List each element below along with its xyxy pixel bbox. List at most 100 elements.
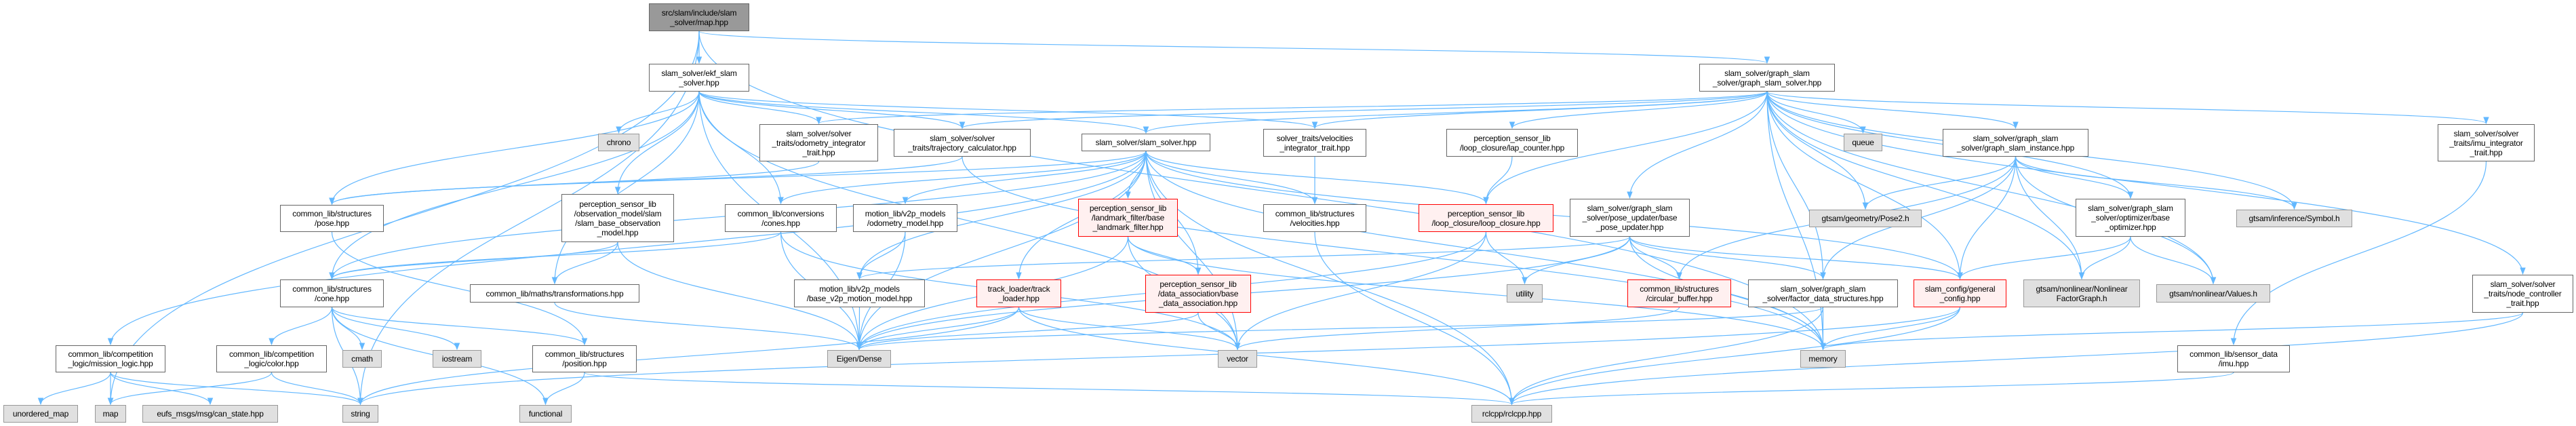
node-label: map	[102, 409, 119, 419]
include-edge-base_v2p-to-eigen	[856, 307, 863, 351]
node-label: slam_solver/solver _traits/trajectory_ca…	[908, 133, 1016, 153]
node-label: solver_traits/velocities _integrator_tra…	[1276, 133, 1353, 153]
node-label: motion_lib/v2p_models /base_v2p_motion_m…	[806, 284, 913, 303]
include-edge-gsi-to-bopt	[2015, 156, 2134, 199]
graph-node-mapx: map	[95, 405, 126, 423]
include-edge-bopt-to-nfg	[2078, 236, 2131, 280]
include-edge-ekf-to-traj	[698, 91, 966, 130]
graph-node-cbuf[interactable]: common_lib/structures /circular_buffer.h…	[1627, 279, 1731, 307]
node-label: src/slam/include/slam _solver/map.hpp	[661, 7, 737, 27]
graph-node-position[interactable]: common_lib/structures /position.hpp	[532, 345, 637, 372]
node-label: slam_solver/solver _traits/odometry_inte…	[772, 128, 866, 157]
include-edge-cones-to-cone	[329, 231, 782, 280]
node-label: slam_solver/solver _traits/node_controll…	[2484, 279, 2562, 308]
include-edge-slam-to-vector	[1145, 151, 1241, 351]
node-label: slam_solver/graph_slam _solver/graph_sla…	[1712, 68, 1822, 88]
graph-node-pose2: gtsam/geometry/Pose2.h	[1809, 210, 1922, 227]
node-label: common_lib/conversions /cones.hpp	[737, 208, 825, 228]
graph-node-nodec[interactable]: slam_solver/solver _traits/node_controll…	[2472, 275, 2573, 313]
node-label: perception_sensor_lib /loop_closure/lap_…	[1459, 133, 1565, 153]
include-edge-gss-to-queue	[1766, 91, 1866, 134]
graph-node-ekf[interactable]: slam_solver/ekf_slam _solver.hpp	[649, 64, 749, 92]
include-edge-ekf-to-pose	[329, 91, 700, 206]
include-edge-loop-to-utility	[1485, 231, 1528, 285]
include-edge-slam-to-cones	[778, 151, 1147, 205]
node-label: unordered_map	[12, 409, 69, 419]
graph-node-pose[interactable]: common_lib/structures /pose.hpp	[280, 205, 384, 232]
graph-node-root[interactable]: src/slam/include/slam _solver/map.hpp	[649, 3, 749, 31]
include-edge-cone-to-iostream	[331, 307, 460, 351]
include-edge-position-to-rclcpp	[584, 372, 1515, 406]
node-label: gtsam/nonlinear/Values.h	[2169, 288, 2257, 298]
include-edge-gsi-to-symbol	[2015, 156, 2297, 210]
graph-node-base_v2p[interactable]: motion_lib/v2p_models /base_v2p_motion_m…	[794, 279, 925, 307]
node-label: slam_solver/ekf_slam _solver.hpp	[661, 68, 737, 88]
graph-node-fds[interactable]: slam_solver/graph_slam _solver/factor_da…	[1748, 279, 1898, 307]
graph-node-imu[interactable]: common_lib/sensor_data /imu.hpp	[2177, 345, 2290, 372]
include-edge-ekf-to-odo_int	[698, 91, 822, 125]
graph-node-color[interactable]: common_lib/competition _logic/color.hpp	[216, 345, 327, 372]
include-edge-ekf-to-chrono	[616, 91, 700, 134]
graph-node-transf[interactable]: common_lib/maths/transformations.hpp	[470, 284, 639, 303]
include-edge-color-to-mapx	[107, 372, 273, 406]
node-label: perception_sensor_lib /data_association/…	[1157, 279, 1239, 308]
include-edge-nodec-to-rclcpp	[1509, 312, 2524, 406]
node-label: iostream	[441, 354, 473, 364]
include-edge-bopt-to-values	[2130, 236, 2217, 285]
include-edge-root-to-gss	[698, 31, 1770, 64]
include-edge-obs-to-eigen	[617, 241, 863, 351]
node-label: common_lib/structures /pose.hpp	[292, 209, 372, 228]
node-label: cmath	[351, 354, 373, 364]
node-label: common_lib/structures /cone.hpp	[292, 284, 372, 303]
node-label: string	[351, 409, 370, 419]
graph-node-symbol: gtsam/inference/Symbol.h	[2236, 210, 2352, 227]
graph-node-slam[interactable]: slam_solver/slam_solver.hpp	[1082, 134, 1210, 151]
include-edge-loop-to-vector	[1234, 231, 1487, 351]
graph-node-odo_int[interactable]: slam_solver/solver _traits/odometry_inte…	[759, 124, 878, 161]
graph-node-eigen: Eigen/Dense	[827, 350, 891, 368]
include-edge-traj-to-pose	[329, 156, 963, 206]
graph-node-imu_int[interactable]: slam_solver/solver _traits/imu_integrato…	[2438, 124, 2535, 161]
graph-node-odom[interactable]: motion_lib/v2p_models /odometry_model.hp…	[853, 204, 957, 232]
include-edge-ekf-to-slam	[698, 91, 1149, 134]
include-edge-gss-to-imu_int	[1766, 91, 2489, 125]
node-label: perception_sensor_lib /landmark_filter/b…	[1089, 204, 1167, 232]
include-edge-ekf-to-obs	[614, 91, 700, 195]
node-label: eufs_msgs/msg/can_state.hpp	[157, 409, 264, 419]
graph-node-cones[interactable]: common_lib/conversions /cones.hpp	[725, 204, 837, 232]
include-edge-slam-to-vel	[1145, 151, 1318, 205]
graph-node-gss[interactable]: slam_solver/graph_slam _solver/graph_sla…	[1699, 64, 1835, 92]
graph-node-cone[interactable]: common_lib/structures /cone.hpp	[280, 279, 384, 307]
graph-node-track[interactable]: track_loader/track _loader.hpp	[976, 279, 1061, 307]
graph-node-mission[interactable]: common_lib/competition _logic/mission_lo…	[56, 345, 165, 372]
node-label: common_lib/maths/transformations.hpp	[486, 288, 624, 298]
include-edge-cbuf-to-vector	[1234, 307, 1680, 351]
include-edge-fds-to-rclcpp	[1509, 307, 1824, 406]
include-edge-bopt-to-gcfg	[1957, 236, 2131, 280]
graph-node-da[interactable]: perception_sensor_lib /data_association/…	[1145, 275, 1251, 313]
include-edge-track-to-eigen	[856, 307, 1020, 351]
include-edge-slam-to-odom	[902, 151, 1147, 205]
node-label: utility	[1515, 288, 1534, 298]
include-edge-gss-to-slam	[1143, 91, 1768, 134]
node-label: slam_solver/graph_slam _solver/optimizer…	[2088, 204, 2173, 232]
graph-node-bopt[interactable]: slam_solver/graph_slam _solver/optimizer…	[2076, 199, 2185, 237]
include-edge-lmf-to-da	[1127, 236, 1202, 275]
graph-node-pupd[interactable]: slam_solver/graph_slam _solver/pose_upda…	[1570, 199, 1690, 237]
node-label: slam_solver/slam_solver.hpp	[1095, 138, 1197, 147]
graph-node-gcfg[interactable]: slam_config/general _config.hpp	[1914, 279, 2006, 307]
graph-node-lmf[interactable]: perception_sensor_lib /landmark_filter/b…	[1078, 199, 1178, 237]
include-edge-track-to-string	[357, 307, 1020, 406]
graph-node-traj[interactable]: slam_solver/solver _traits/trajectory_ca…	[894, 129, 1031, 157]
graph-node-lap[interactable]: perception_sensor_lib /loop_closure/lap_…	[1446, 129, 1578, 157]
graph-node-obs[interactable]: perception_sensor_lib /observation_model…	[561, 194, 674, 242]
graph-node-loop[interactable]: perception_sensor_lib /loop_closure/loop…	[1419, 204, 1553, 232]
graph-node-vel_int[interactable]: solver_traits/velocities _integrator_tra…	[1263, 129, 1366, 157]
include-edge-slam-to-mission	[107, 151, 1147, 346]
node-label: chrono	[606, 138, 631, 147]
node-label: common_lib/competition _logic/color.hpp	[229, 349, 314, 368]
graph-node-gsi[interactable]: slam_solver/graph_slam _solver/graph_sla…	[1943, 129, 2088, 157]
graph-node-vel[interactable]: common_lib/structures /velocities.hpp	[1263, 204, 1366, 232]
node-label: common_lib/sensor_data /imu.hpp	[2189, 349, 2278, 368]
